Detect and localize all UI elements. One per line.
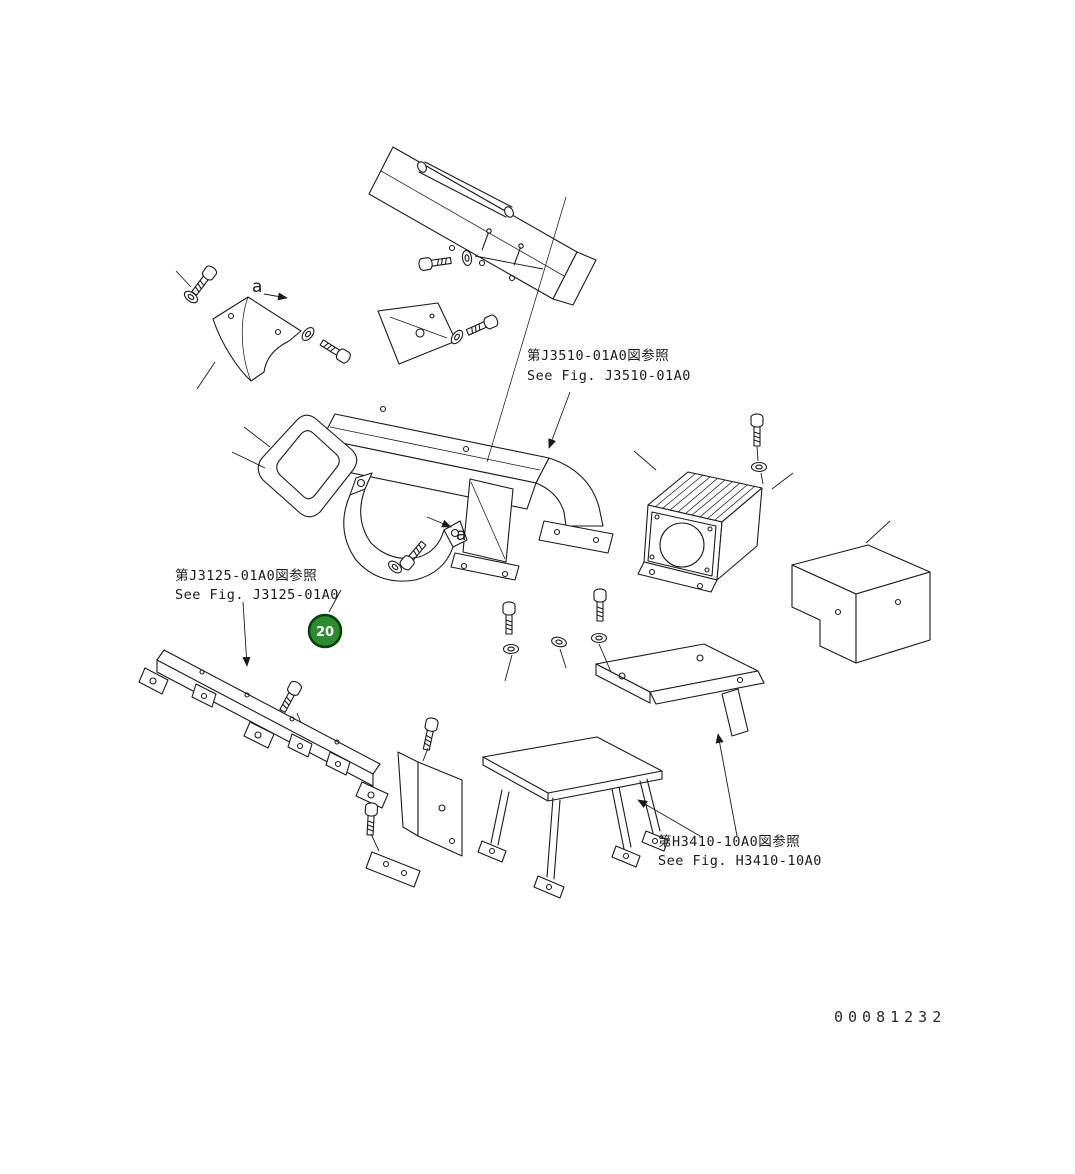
arrow-to-rail	[242, 601, 251, 667]
upper-channel-bracket	[212, 296, 302, 382]
part-callout-number: 20	[316, 625, 334, 640]
top-cover-panel	[368, 146, 597, 306]
fig-reference-j3510-jp: 第J3510-01A0図参照	[527, 347, 669, 364]
bolt-icon	[417, 254, 453, 272]
washer-icon	[750, 461, 768, 473]
intake-duct-elbow	[257, 405, 614, 554]
washer-icon	[590, 632, 608, 644]
part-callout-circle[interactable]	[307, 613, 343, 649]
washer-icon	[299, 324, 317, 344]
corner-plate	[365, 751, 463, 888]
washer-icon	[550, 635, 568, 649]
bolt-icon	[593, 588, 607, 622]
section-arrow-a-2	[426, 516, 452, 528]
side-cover	[791, 544, 931, 664]
bolt-icon	[464, 313, 500, 339]
angle-plate	[377, 302, 457, 365]
section-mark-a-2: a	[456, 525, 466, 545]
fig-reference-j3125: 第J3125-01A0図参照 See Fig. J3125-01A0	[175, 567, 339, 603]
louvered-heat-box	[637, 471, 763, 593]
fig-reference-h3410-jp: 第H3410-10A0図参照	[658, 833, 800, 850]
arrow-to-duct	[548, 391, 571, 449]
bolt-icon	[502, 601, 516, 635]
part-callout-20[interactable]: 20	[307, 613, 343, 649]
fig-reference-h3410: 第H3410-10A0図参照 See Fig. H3410-10A0	[658, 833, 822, 869]
floor-plate	[477, 736, 669, 899]
section-arrow-a-1	[263, 292, 288, 301]
bolt-icon	[419, 716, 440, 752]
step-bracket	[595, 643, 765, 737]
drawing-number: 00081232	[834, 1008, 946, 1026]
arrow-to-step-bracket	[715, 733, 738, 837]
fan-opening	[659, 522, 705, 568]
bolt-icon	[750, 413, 764, 447]
fig-reference-j3125-en: See Fig. J3125-01A0	[175, 587, 339, 603]
washer-icon	[181, 288, 201, 306]
bolt-icon	[318, 336, 353, 366]
arrow-to-floor-plate	[637, 799, 701, 837]
duct-support-bracket	[450, 478, 520, 581]
fig-reference-j3510-en: See Fig. J3510-01A0	[527, 368, 691, 384]
mounting-rail	[138, 649, 389, 809]
washer-icon	[502, 643, 520, 655]
saddle-bracket	[343, 472, 468, 582]
handle-tube	[424, 161, 513, 208]
reference-arrows	[242, 292, 738, 837]
bolt-icon	[363, 802, 379, 836]
fig-reference-j3125-jp: 第J3125-01A0図参照	[175, 567, 317, 584]
section-mark-a-1: a	[252, 277, 262, 297]
bolt-icon	[188, 263, 219, 298]
leader-lines	[175, 196, 891, 852]
bolt-icon	[276, 679, 304, 715]
fig-reference-h3410-en: See Fig. H3410-10A0	[658, 853, 822, 869]
fig-reference-j3510: 第J3510-01A0図参照 See Fig. J3510-01A0	[527, 347, 691, 384]
cooling-fins	[647, 471, 763, 523]
